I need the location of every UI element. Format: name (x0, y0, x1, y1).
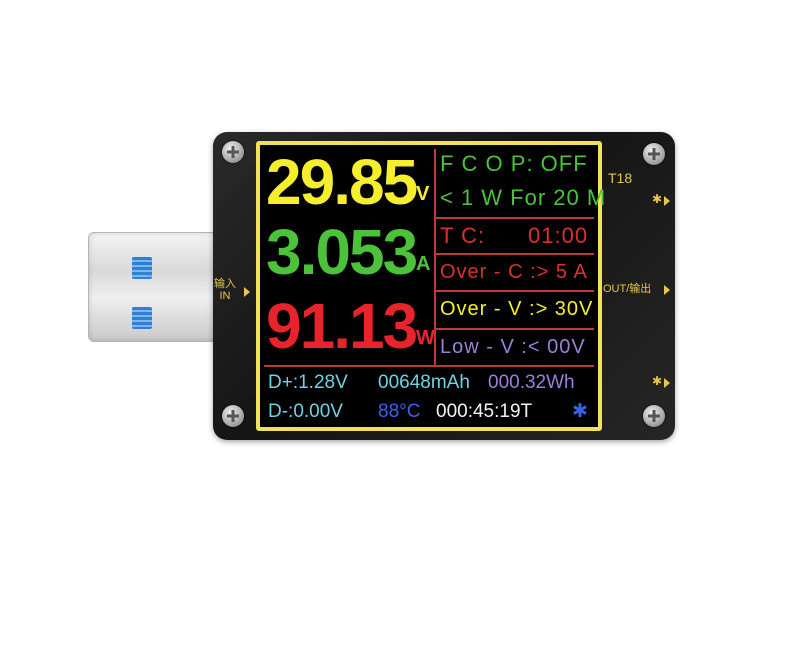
arrow-right-icon (664, 196, 670, 206)
fcop-status: F C O P: OFF (440, 151, 588, 176)
temperature: 88°C (378, 401, 421, 422)
usb-plug (88, 232, 225, 342)
output-label: OUT/输出 (603, 283, 652, 295)
low-voltage-setting: Low - V :< 00V (440, 336, 586, 358)
input-label-en: IN (219, 290, 231, 302)
divider (436, 253, 594, 255)
tc-value: 01:00 (528, 223, 589, 248)
arrow-right-icon (664, 378, 670, 388)
screw-icon (222, 405, 244, 427)
divider (264, 365, 594, 367)
energy-wh: 000.32Wh (488, 372, 575, 393)
capacity-mah: 00648mAh (378, 372, 470, 393)
voltage-unit: V (416, 183, 430, 205)
lcd-screen: 29.85 V 3.053 A 91.13 W F C O P: OFF < 1… (256, 141, 605, 431)
power-value: 91.13 (266, 290, 418, 362)
over-current-setting: Over - C :> 5 A (440, 261, 588, 283)
current-value: 3.053 (266, 216, 418, 288)
d-plus-voltage: D+:1.28V (268, 372, 348, 393)
tc-label: T C: (440, 223, 486, 248)
bluetooth-icon: ✱ (652, 192, 663, 206)
usb-contact (132, 257, 152, 279)
usb-contact (132, 307, 152, 329)
elapsed-timer: 000:45:19T (436, 401, 533, 422)
arrow-right-icon (664, 285, 670, 295)
screw-icon (643, 405, 665, 427)
divider (436, 290, 594, 292)
voltage-value: 29.85 (266, 146, 418, 218)
power-unit: W (416, 327, 435, 349)
input-label: 输入 IN (214, 278, 236, 302)
divider (434, 149, 436, 365)
d-minus-voltage: D-:0.00V (268, 401, 343, 422)
bluetooth-icon: ✱ (572, 401, 588, 422)
current-unit: A (416, 253, 431, 275)
screw-icon (222, 141, 244, 163)
divider (436, 328, 594, 330)
bluetooth-icon: ✱ (652, 374, 663, 388)
model-label: T18 (608, 170, 633, 186)
over-voltage-setting: Over - V :> 30V (440, 298, 594, 320)
divider (436, 217, 594, 219)
screw-icon (643, 143, 665, 165)
fcop-threshold: < 1 W For 20 M (440, 185, 607, 210)
input-label-cn: 输入 (214, 278, 236, 290)
arrow-right-icon (244, 287, 250, 297)
